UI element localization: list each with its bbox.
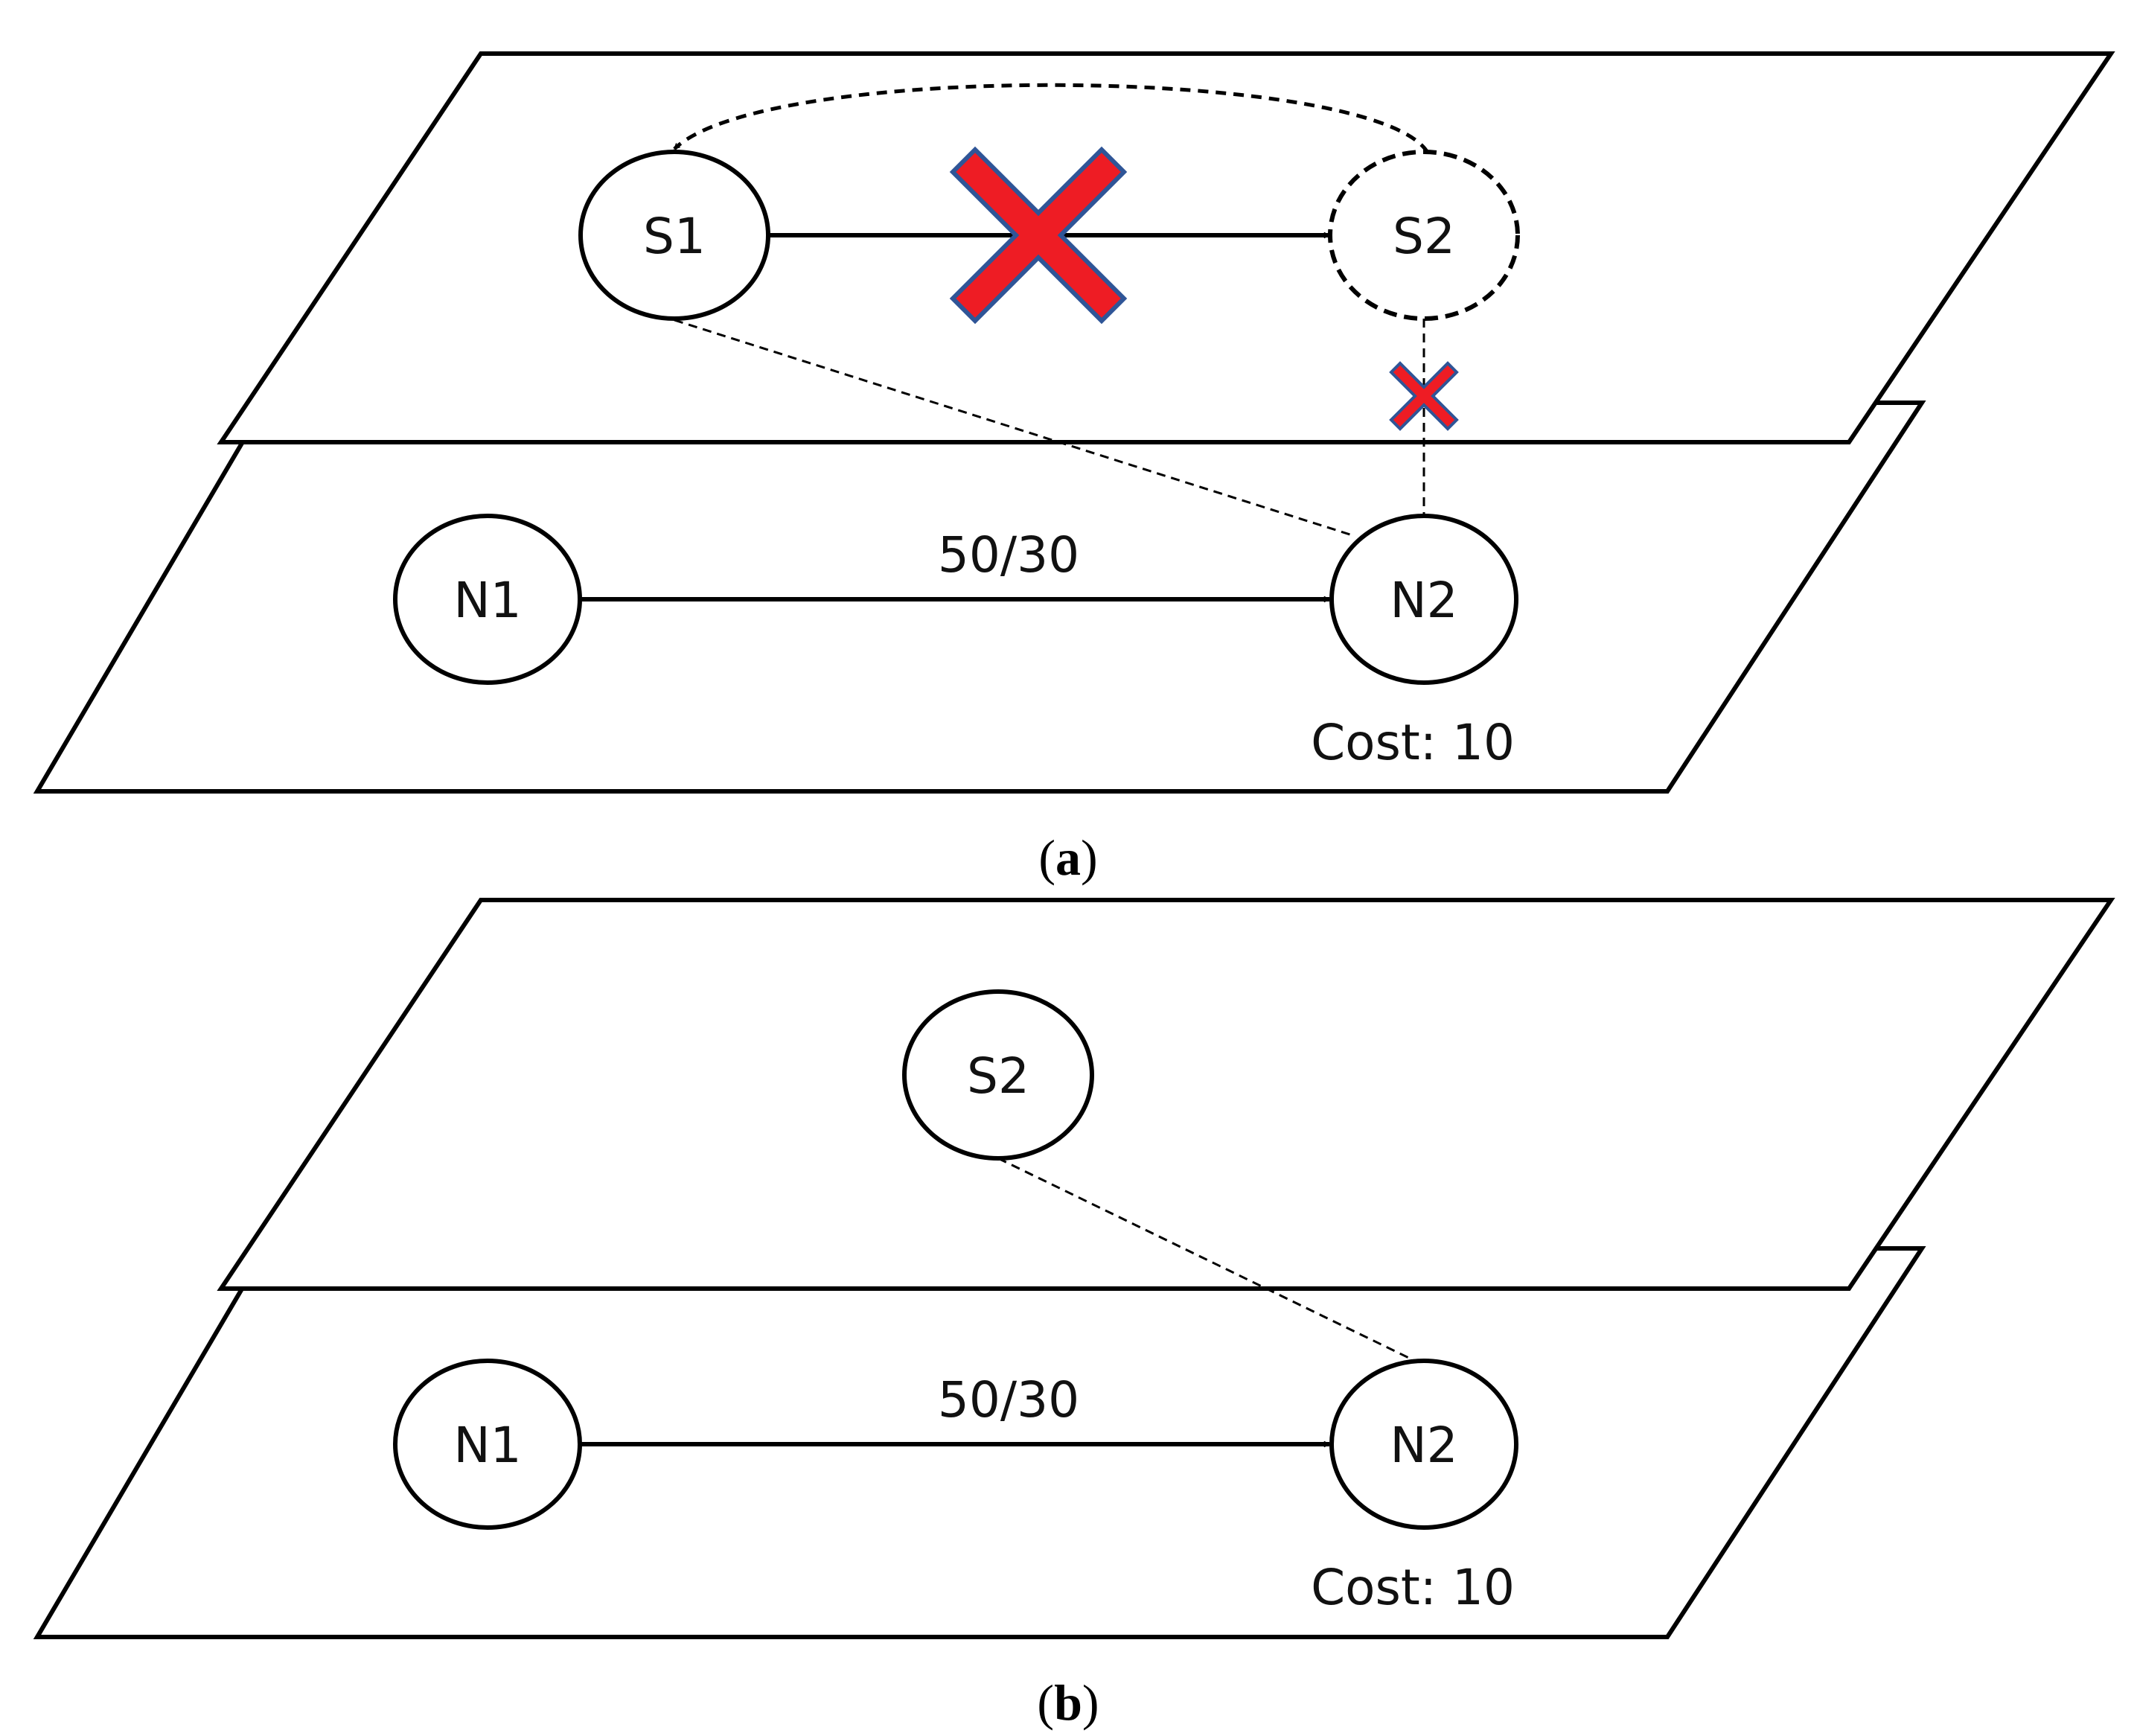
panel-b: S2 50/30 N1 N2 Cost: 10 (b): [33, 898, 2115, 1731]
panel-b-node-n1: N1: [393, 1359, 582, 1530]
panel-a-cost-label: Cost: 10: [1311, 714, 1515, 771]
panel-b-node-s2-label: S2: [967, 1047, 1029, 1105]
panel-b-node-n2-label: N2: [1390, 1417, 1457, 1474]
panel-a-node-n2-label: N2: [1390, 572, 1457, 629]
panel-a-node-n1-label: N1: [453, 572, 521, 629]
panel-a-node-n1: N1: [393, 514, 582, 685]
panel-a-upper-layer-plane: [217, 51, 2115, 444]
panel-b-caption: (b): [1037, 1674, 1099, 1731]
panel-a-node-s2: S2: [1328, 150, 1520, 321]
panel-a-node-n2: N2: [1329, 514, 1518, 685]
panel-a-link-n1-n2-label: 50/30: [938, 526, 1079, 584]
panel-a-migration-arrow: [673, 83, 1430, 154]
panel-b-upper-layer-plane: [217, 898, 2115, 1291]
panel-b-node-s2: S2: [902, 989, 1094, 1161]
panel-b-mapping-s2-n2: [997, 1157, 1419, 1364]
panel-b-node-n1-label: N1: [453, 1417, 521, 1474]
panel-a: S1 S2 50/30 N1 N2 Cost: 10 (a): [33, 51, 2115, 886]
panel-b-node-n2: N2: [1329, 1359, 1518, 1530]
panel-a-node-s2-label: S2: [1393, 208, 1455, 265]
failure-x-icon: [1389, 361, 1459, 431]
panel-b-cost-label: Cost: 10: [1311, 1559, 1515, 1616]
failure-x-icon: [949, 146, 1128, 325]
panel-b-link-n1-n2-label: 50/30: [938, 1371, 1079, 1429]
panel-a-node-s1: S1: [578, 150, 770, 321]
panel-a-caption: (a): [1038, 829, 1097, 886]
panel-a-node-s1-label: S1: [643, 208, 706, 265]
